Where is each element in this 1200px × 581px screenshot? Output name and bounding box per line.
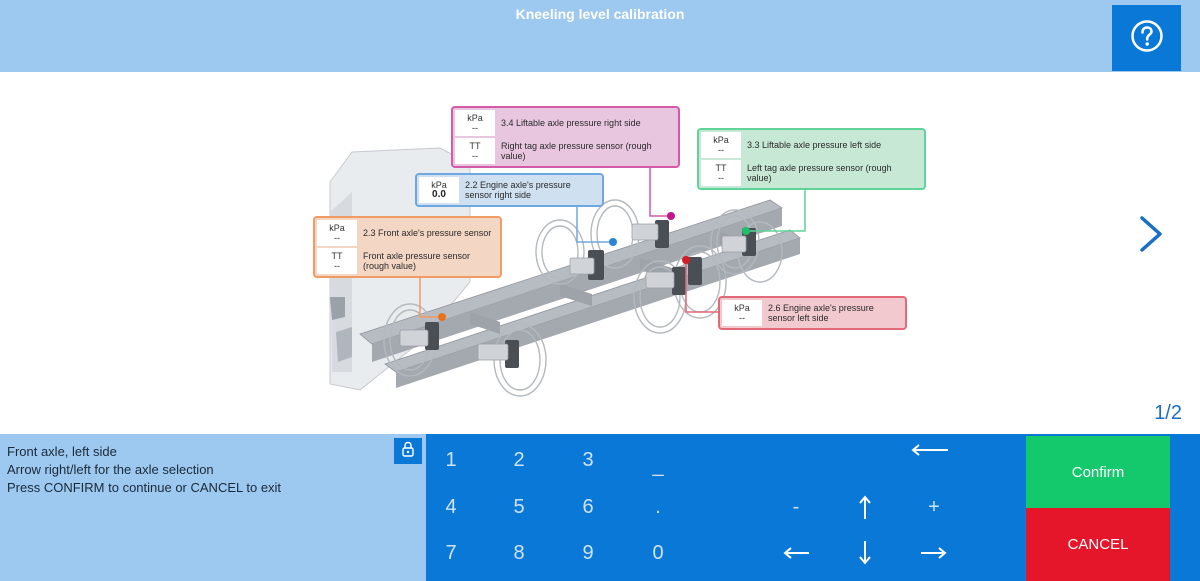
key-7[interactable]: 7 [445,541,457,564]
arrow-right-button[interactable] [904,533,964,573]
sensor-value: -- [472,123,478,133]
action-panel-edge [1170,434,1200,581]
sensor-value-box: kPa -- [455,110,495,136]
sensor-label: 2.3 Front axle's pressure sensor [363,228,492,238]
sensor-liftable-axle-left: kPa -- 3.3 Liftable axle pressure left s… [697,128,926,190]
sensor-label: Front axle pressure sensor (rough value) [363,251,471,271]
sensor-value-box: TT -- [317,248,357,274]
sensor-value-box: TT -- [455,138,495,164]
key-underscore[interactable]: _ [652,454,664,477]
key-8[interactable]: 8 [513,541,525,564]
unit-label: kPa [329,223,345,233]
sensor-value: 0.0 [432,189,446,200]
sensor-value: -- [739,313,745,323]
page-title: Kneeling level calibration [515,6,685,22]
arrow-right-icon [920,546,948,560]
sensor-value: -- [718,173,724,183]
unit-label: kPa [431,180,447,190]
key-5[interactable]: 5 [513,495,525,518]
sensor-label: Left tag axle pressure sensor (rough val… [747,163,892,183]
info-line-instruction: Arrow right/left for the axle selection [7,462,214,477]
key-minus[interactable]: - [792,495,800,518]
action-panel-border [1026,434,1170,436]
backspace-arrow-icon [910,443,950,457]
sensor-label: 2.2 Engine axle's pressure sensor right … [465,180,571,200]
help-button[interactable] [1112,5,1181,71]
unit-label: kPa [467,113,483,123]
sensor-value: -- [334,261,340,271]
sensor-label: Right tag axle pressure sensor (rough va… [501,141,652,161]
confirm-button[interactable]: Confirm [1026,436,1170,508]
key-dot[interactable]: . [655,495,661,518]
header-bar: Kneeling level calibration [0,0,1200,72]
diagram-area: kPa -- 3.4 Liftable axle pressure right … [0,72,1200,434]
key-6[interactable]: 6 [582,495,594,518]
info-line-axle: Front axle, left side [7,444,117,459]
key-9[interactable]: 9 [582,541,594,564]
arrow-up-icon [858,494,872,520]
sensor-value: -- [472,151,478,161]
sensor-label: 3.3 Liftable axle pressure left side [747,140,882,150]
unit-label: TT [469,141,481,151]
lock-icon [401,441,415,462]
key-3[interactable]: 3 [582,448,594,471]
unit-label: kPa [734,303,750,313]
unit-label: TT [331,251,343,261]
sensor-value-box: kPa -- [722,300,762,326]
truck-chassis-illustration [329,134,806,397]
info-panel: Front axle, left side Arrow right/left f… [0,434,426,581]
sensor-label: 3.4 Liftable axle pressure right side [501,118,641,128]
info-line-confirm: Press CONFIRM to continue or CANCEL to e… [7,480,282,495]
sensor-engine-axle-left: kPa -- 2.6 Engine axle's pressure sensor… [718,296,907,330]
unit-label: kPa [713,135,729,145]
sensor-value: -- [718,145,724,155]
key-4[interactable]: 4 [445,495,457,518]
backspace-button[interactable] [900,430,960,470]
lock-button[interactable] [394,438,422,464]
sensor-label: 2.6 Engine axle's pressure sensor left s… [768,303,874,323]
question-circle-icon [1130,19,1164,58]
sensor-value-box: kPa -- [701,132,741,158]
sensor-value: -- [334,233,340,243]
cancel-button[interactable]: CANCEL [1026,508,1170,581]
sensor-front-axle: kPa -- 2.3 Front axle's pressure sensor … [313,216,502,278]
key-2[interactable]: 2 [513,448,525,471]
sensor-value-box: TT -- [701,160,741,186]
key-1[interactable]: 1 [445,448,457,471]
sensor-liftable-axle-right: kPa -- 3.4 Liftable axle pressure right … [451,106,680,168]
keypad: 1 2 3 _ 4 5 6 . 7 8 9 0 - + [426,434,1026,581]
sensor-value-box: kPa 0.0 [419,177,459,203]
sensor-value-box: kPa -- [317,220,357,246]
arrow-left-button[interactable] [766,533,826,573]
key-plus[interactable]: + [928,495,940,518]
arrow-down-icon [858,540,872,566]
arrow-left-icon [782,546,810,560]
key-0[interactable]: 0 [652,541,664,564]
arrow-up-button[interactable] [835,487,895,527]
arrow-down-button[interactable] [835,533,895,573]
chevron-right-icon [1132,216,1168,260]
sensor-engine-axle-right: kPa 0.0 2.2 Engine axle's pressure senso… [415,173,604,207]
page-indicator: 1/2 [1154,402,1182,424]
next-page-button[interactable] [1132,212,1168,256]
unit-label: TT [715,163,727,173]
